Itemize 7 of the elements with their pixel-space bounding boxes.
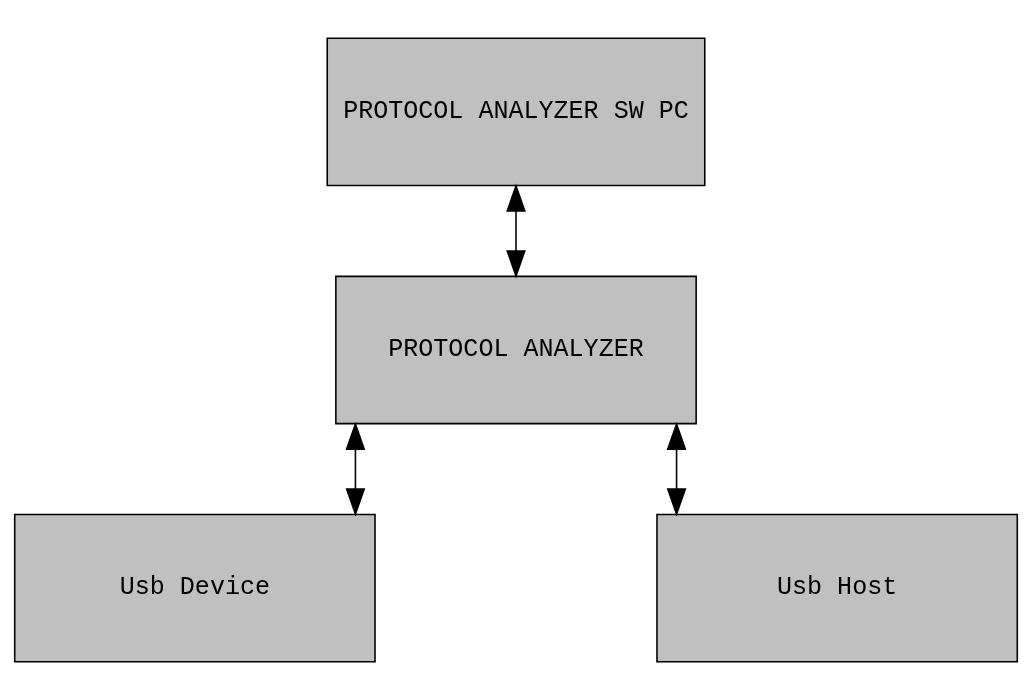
arrow [506,183,526,279]
node-box: Usb Device [13,513,376,663]
node-box: Usb Host [656,513,1019,663]
arrow [666,421,687,517]
arrow [345,421,366,517]
node-box: PROTOCOL ANALYZER [335,275,697,425]
node-box: PROTOCOL ANALYZER SW PC [326,37,706,187]
